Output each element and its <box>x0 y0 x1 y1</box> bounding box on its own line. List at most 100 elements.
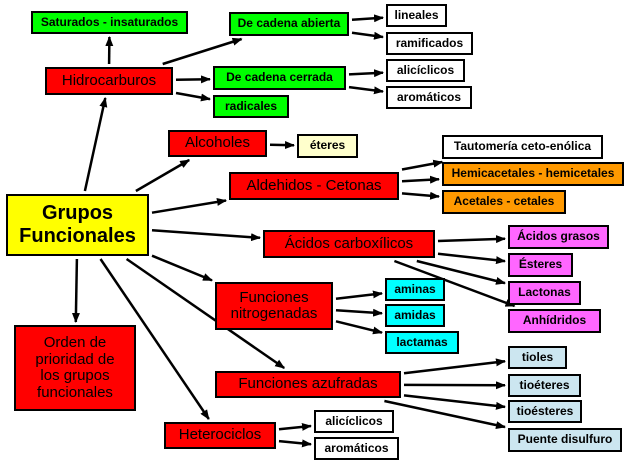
node-funciones-azufradas: Funciones azufradas <box>215 371 401 398</box>
node-label-line-1: Grupos <box>41 202 114 224</box>
node-saturados-insaturados: Saturados - insaturados <box>31 11 188 34</box>
arrow-acidos_carboxilicos-to-esteres <box>437 252 506 265</box>
node-label: alicíclicos <box>396 62 455 77</box>
node-label: Aldehidos - Cetonas <box>246 176 382 194</box>
node-label: Hidrocarburos <box>61 71 157 89</box>
arrow-hidrocarburos-to-radicales <box>175 91 211 102</box>
node-puente-disulfuro: Puente disulfuro <box>508 428 622 452</box>
node-acidos-carboxilicos: Ácidos carboxílicos <box>263 230 435 258</box>
arrow-hidrocarburos-to-cadena_cerrada <box>175 75 211 84</box>
node-label: Acetales - cetales <box>453 194 555 209</box>
node-label: Funciones azufradas <box>238 375 378 393</box>
node-label: lactamas <box>396 334 448 349</box>
arrow-funciones_azufradas-to-puente_disulfuro <box>384 399 506 430</box>
arrow-cadena_cerrada-to-aliciclicos_1 <box>348 69 384 78</box>
node-label-line-2: nitrogenadas <box>230 305 318 322</box>
node-orden-de-prioridad: Orden de prioridad de los grupos funcion… <box>14 325 136 411</box>
node-label: De cadena cerrada <box>226 70 333 85</box>
node-label: lineales <box>394 7 439 22</box>
arrow-cadena_abierta-to-lineales <box>351 14 384 23</box>
node-label: Puente disulfuro <box>517 432 613 447</box>
node-label: ramificados <box>395 35 464 50</box>
arrow-grupos_funcionales-to-alcoholes <box>135 158 191 193</box>
node-label: aromáticos <box>324 440 389 455</box>
node-label: Hemicacetales - hemicetales <box>451 166 615 181</box>
node-label: aminas <box>394 281 436 296</box>
arrow-grupos_funcionales-to-hidrocarburos <box>83 97 108 192</box>
node-aldehidos-cetonas: Aldehidos - Cetonas <box>229 172 399 200</box>
node-label: alicíclicos <box>325 413 383 428</box>
node-hidrocarburos: Hidrocarburos <box>45 67 173 95</box>
arrow-aldehidos-to-acetales <box>401 191 440 200</box>
node-label: radicales <box>224 98 278 113</box>
arrow-aldehidos-to-tautomeria <box>401 159 444 171</box>
node-label-line-4: funcionales <box>37 383 113 401</box>
node-de-cadena-cerrada: De cadena cerrada <box>213 66 346 90</box>
node-label: De cadena abierta <box>237 16 341 31</box>
node-label: Saturados - insaturados <box>40 14 179 29</box>
node-label: Heterociclos <box>178 426 262 444</box>
arrow-heterociclos-to-aromaticos_2 <box>278 439 312 448</box>
node-lactamas: lactamas <box>385 331 459 354</box>
node-label: aromáticos <box>396 89 462 104</box>
node-label-line-1: Orden de <box>43 334 107 351</box>
node-anhidridos: Anhídridos <box>508 309 601 333</box>
node-label: Anhídridos <box>522 313 587 328</box>
arrow-funciones_azufradas-to-tioles <box>403 358 506 375</box>
arrow-grupos_funcionales-to-funciones_nitrogenadas <box>151 254 213 282</box>
arrow-funciones_nitrogenadas-to-amidas <box>335 308 383 317</box>
node-esteres: Ésteres <box>508 253 573 277</box>
node-tioles: tioles <box>508 346 567 369</box>
node-hemicacetales-hemicetales: Hemicacetales - hemicetales <box>442 162 624 186</box>
node-eteres: éteres <box>297 134 358 158</box>
node-aromaticos: aromáticos <box>386 86 472 109</box>
node-label: tioéteres <box>519 377 570 392</box>
node-label: tioles <box>521 349 554 364</box>
node-funciones-nitrogenadas: Funciones nitrogenadas <box>215 282 333 330</box>
arrow-grupos_funcionales-to-acidos_carboxilicos <box>151 228 261 242</box>
node-lactonas: Lactonas <box>508 281 581 305</box>
node-label: tioésteres <box>516 403 574 418</box>
arrow-cadena_abierta-to-ramificados <box>351 31 384 40</box>
node-amidas: amidas <box>385 304 445 327</box>
node-heterociclos: Heterociclos <box>164 422 276 449</box>
node-tioesteres: tioésteres <box>508 400 582 423</box>
node-label-line-3: los grupos <box>40 367 110 384</box>
node-alcoholes: Alcoholes <box>168 130 267 157</box>
arrow-heterociclos-to-aliciclicos_2 <box>278 422 312 431</box>
node-aromaticos: aromáticos <box>314 437 399 460</box>
arrow-aldehidos-to-hemicetales <box>401 175 440 184</box>
node-tioeteres: tioéteres <box>508 374 581 397</box>
arrow-funciones_azufradas-to-tioesteres <box>403 394 506 410</box>
node-lineales: lineales <box>386 4 447 27</box>
node-ramificados: ramificados <box>386 32 473 55</box>
node-label-line-2: Funcionales <box>19 225 136 247</box>
node-label-line-2: prioridad de <box>35 350 115 368</box>
node-acetales-cetales: Acetales - cetales <box>442 190 566 214</box>
node-label: Alcoholes <box>184 134 251 152</box>
arrow-cadena_cerrada-to-aromaticos_1 <box>348 85 384 95</box>
node-label: éteres <box>309 138 346 153</box>
arrow-funciones_nitrogenadas-to-aminas <box>335 290 383 300</box>
node-radicales: radicales <box>213 95 289 118</box>
node-label: Ácidos carboxílicos <box>284 234 414 252</box>
node-aliciclicos: alicíclicos <box>314 410 394 433</box>
arrow-funciones_nitrogenadas-to-lactamas <box>335 320 383 335</box>
arrow-alcoholes-to-eteres <box>269 141 295 150</box>
node-acidos-grasos: Ácidos grasos <box>508 225 609 249</box>
node-label: Ácidos grasos <box>517 229 600 244</box>
arrow-acidos_carboxilicos-to-acidos_grasos <box>437 235 506 244</box>
node-de-cadena-abierta: De cadena abierta <box>229 12 349 36</box>
node-label: amidas <box>394 307 436 322</box>
node-aliciclicos: alicíclicos <box>386 59 465 82</box>
node-label-line-1: Funciones <box>239 288 309 306</box>
node-label: Lactonas <box>518 285 571 300</box>
node-grupos-funcionales: Grupos Funcionales <box>6 194 149 256</box>
node-aminas: aminas <box>385 278 445 301</box>
arrow-grupos_funcionales-to-orden_prioridad <box>71 258 80 323</box>
node-tautomeria-ceto-enolica: Tautomería ceto-enólica <box>442 135 603 159</box>
arrow-hidrocarburos-to-cadena_abierta <box>162 37 243 66</box>
node-label: Tautomería ceto-enólica <box>453 139 592 154</box>
node-label: Ésteres <box>518 257 563 272</box>
